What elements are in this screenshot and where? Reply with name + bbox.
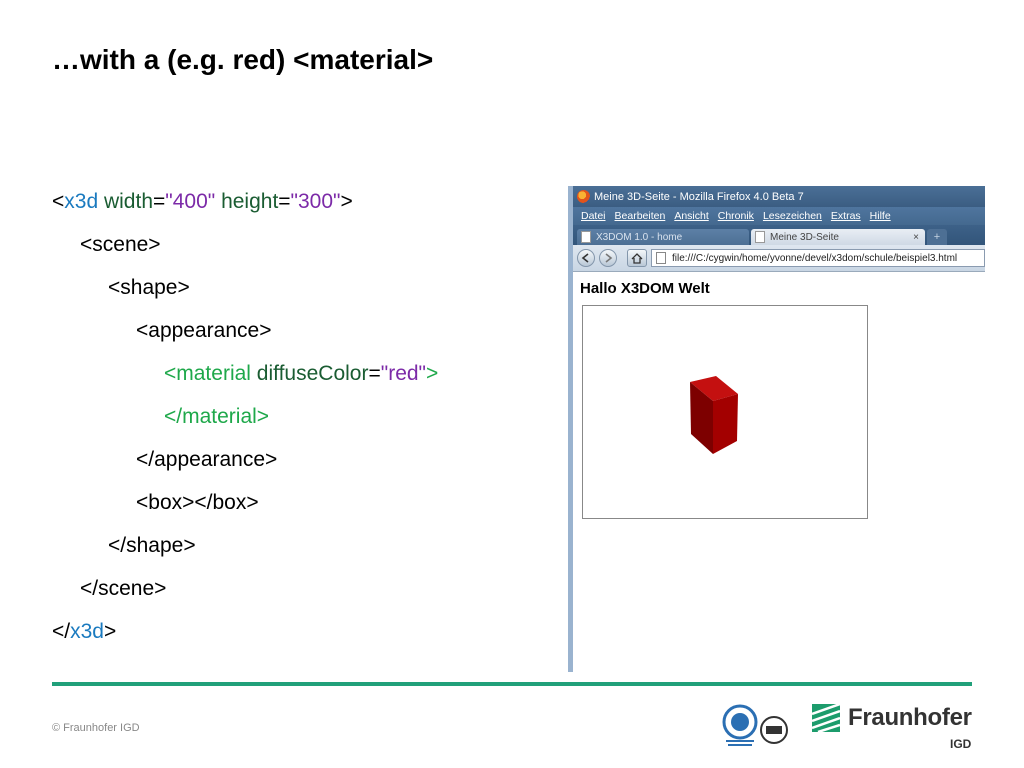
browser-titlebar: Meine 3D-Seite - Mozilla Firefox 4.0 Bet…	[573, 186, 985, 207]
menu-extras[interactable]: Extras	[830, 210, 861, 222]
close-icon[interactable]: ×	[913, 231, 919, 243]
red-cube-render	[690, 376, 738, 454]
code-value: "400"	[165, 190, 216, 213]
browser-menubar: Datei Bearbeiten Ansicht Chronik Lesezei…	[573, 207, 985, 225]
code-attr: width	[103, 190, 153, 213]
menu-datei[interactable]: Datei	[581, 210, 606, 222]
page-icon	[656, 252, 666, 264]
arrow-right-icon	[605, 253, 613, 263]
footer-copyright: © Fraunhofer IGD	[52, 722, 140, 734]
new-tab-button[interactable]: +	[927, 229, 947, 245]
code-line-6: </material>	[164, 405, 270, 428]
fraunhofer-logo: Fraunhofer	[812, 704, 972, 732]
browser-navbar: file:///C:/cygwin/home/yvonne/devel/x3do…	[573, 245, 985, 272]
code-value: "300"	[290, 190, 341, 213]
browser-screenshot: Meine 3D-Seite - Mozilla Firefox 4.0 Bet…	[568, 186, 985, 672]
page-heading: Hallo X3DOM Welt	[580, 280, 710, 297]
fraunhofer-name: Fraunhofer	[848, 704, 972, 731]
firefox-icon	[577, 190, 590, 203]
code-line-5: <material diffuseColor="red">	[164, 362, 439, 385]
code-line-4: <appearance>	[136, 319, 272, 342]
code-line-1: <x3d width="400" height="300">	[52, 190, 353, 213]
certification-logo	[722, 704, 788, 746]
code-tag: x3d	[70, 620, 104, 643]
home-button[interactable]	[627, 249, 647, 267]
menu-lesezeichen[interactable]: Lesezeichen	[762, 210, 822, 222]
fraunhofer-unit: IGD	[950, 737, 972, 751]
menu-hilfe[interactable]: Hilfe	[869, 210, 891, 222]
page-icon	[755, 231, 765, 243]
fraunhofer-mark-icon	[812, 704, 840, 732]
code-tag: <material	[164, 362, 251, 385]
code-attr: height	[221, 190, 279, 213]
tab-label: X3DOM 1.0 - home	[596, 231, 683, 243]
cube-top-face	[690, 376, 738, 401]
code-listing: <x3d width="400" height="300"> <scene> <…	[52, 180, 438, 653]
browser-tabbar: X3DOM 1.0 - home Meine 3D-Seite × +	[573, 225, 985, 245]
code-line-8: <box></box>	[136, 491, 259, 514]
page-icon	[581, 231, 591, 243]
url-text: file:///C:/cygwin/home/yvonne/devel/x3do…	[672, 252, 958, 264]
code-line-2: <scene>	[80, 233, 161, 256]
slide-title: …with a (e.g. red) <material>	[52, 44, 434, 75]
home-icon	[631, 252, 643, 264]
window-title: Meine 3D-Seite - Mozilla Firefox 4.0 Bet…	[594, 190, 804, 203]
tab-meine-3d-seite[interactable]: Meine 3D-Seite ×	[751, 229, 925, 245]
code-line-10: </scene>	[80, 577, 167, 600]
arrow-left-icon	[581, 253, 589, 263]
code-line-7: </appearance>	[136, 448, 278, 471]
code-line-9: </shape>	[108, 534, 196, 557]
cube-front-face	[713, 394, 738, 454]
code-line-3: <shape>	[108, 276, 190, 299]
browser-content: Hallo X3DOM Welt	[573, 272, 985, 527]
tab-x3dom-home[interactable]: X3DOM 1.0 - home	[577, 229, 749, 245]
back-button[interactable]	[577, 249, 595, 267]
code-value: "red"	[380, 362, 427, 385]
code-line-11: </x3d>	[52, 620, 117, 643]
forward-button[interactable]	[599, 249, 617, 267]
cube-left-face	[690, 382, 713, 454]
menu-chronik[interactable]: Chronik	[717, 210, 754, 222]
menu-ansicht[interactable]: Ansicht	[674, 210, 709, 222]
tab-label: Meine 3D-Seite	[770, 231, 839, 243]
menu-bearbeiten[interactable]: Bearbeiten	[614, 210, 666, 222]
url-bar[interactable]: file:///C:/cygwin/home/yvonne/devel/x3do…	[651, 249, 985, 267]
code-tag: x3d	[64, 190, 99, 213]
code-attr: diffuseColor	[256, 362, 369, 385]
footer-divider	[52, 682, 972, 686]
x3d-canvas[interactable]	[582, 305, 868, 519]
